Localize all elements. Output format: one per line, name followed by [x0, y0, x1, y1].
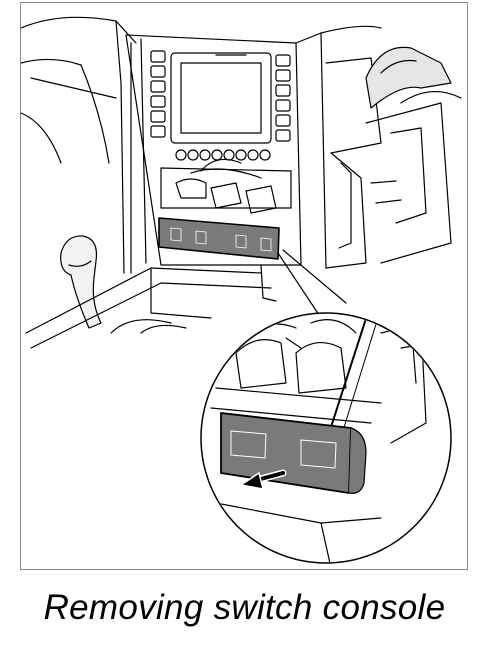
stack-knob	[235, 149, 247, 161]
stack-button	[150, 80, 166, 93]
upper-right-part	[365, 46, 452, 109]
stack-button	[275, 114, 291, 127]
gear-lever	[60, 235, 102, 329]
stack-knob	[247, 149, 259, 161]
stack-button	[150, 50, 166, 63]
arrow-left-icon	[240, 469, 287, 490]
stack-button	[150, 125, 166, 138]
navigation-screen	[170, 52, 272, 144]
switch-console-highlight	[158, 217, 280, 260]
switch-cluster	[160, 158, 292, 214]
knob-row	[175, 149, 271, 161]
right-button-column	[275, 54, 291, 142]
stack-knob	[259, 149, 271, 161]
stack-button	[275, 84, 291, 97]
center-console-illustration	[21, 16, 462, 564]
stack-button	[150, 95, 166, 108]
stack-button	[275, 69, 291, 82]
callout-leader	[277, 249, 347, 319]
stack-button	[275, 54, 291, 67]
stack-knob	[211, 149, 223, 161]
console-tunnel	[25, 264, 277, 349]
stack-button	[150, 65, 166, 78]
left-button-column	[150, 50, 166, 138]
stack-knob	[175, 149, 187, 161]
stack-button	[150, 110, 166, 123]
figure-caption: Removing switch console	[43, 588, 446, 627]
stack-knob	[223, 149, 235, 161]
detail-circle	[200, 312, 452, 564]
stack-knob	[187, 149, 199, 161]
dashboard-outline	[21, 16, 137, 274]
stack-button	[275, 99, 291, 112]
stack-knob	[199, 149, 211, 161]
illustration-frame	[20, 2, 468, 570]
stack-button	[275, 129, 291, 142]
